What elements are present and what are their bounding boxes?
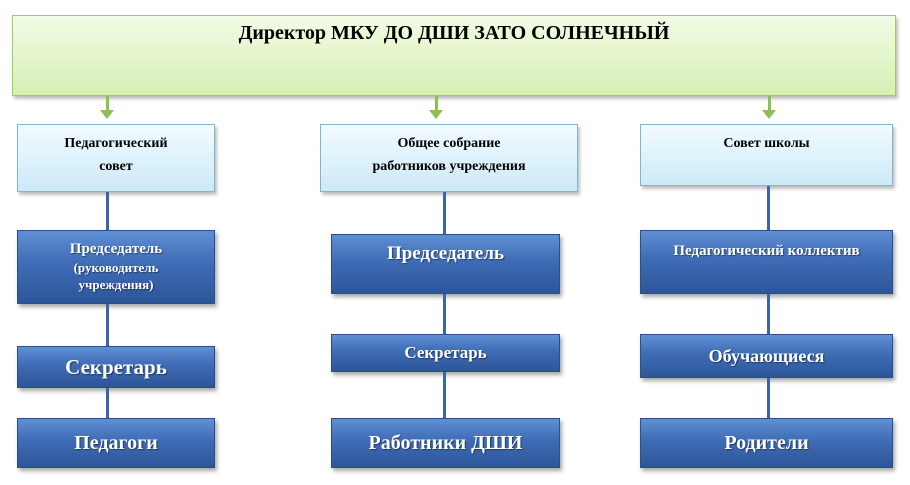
node-label: Председатель <box>69 241 163 258</box>
connector-line <box>767 378 770 418</box>
node-sublabel: (руководитель учреждения) <box>73 259 159 292</box>
arrow-down-icon <box>100 110 114 119</box>
arrow-line-2 <box>435 96 438 112</box>
node-label: Родители <box>724 431 809 454</box>
connector-line <box>443 294 446 334</box>
node-school-workers: Работники ДШИ <box>331 418 560 468</box>
connector-line <box>106 192 109 230</box>
node-secretary: Секретарь <box>331 334 560 372</box>
node-teaching-staff: Педагогический коллектив <box>640 230 893 294</box>
council-label-line2: работников учреждения <box>372 159 526 175</box>
node-label: Секретарь <box>404 343 487 362</box>
director-title: Директор МКУ ДО ДШИ ЗАТО СОЛНЕЧНЫЙ <box>238 22 670 44</box>
connector-line <box>443 372 446 418</box>
node-label: Педагогический коллектив <box>673 243 860 259</box>
arrow-line-1 <box>106 96 109 112</box>
council-school-board: Совет школы <box>640 124 893 186</box>
council-label-line1: Общее собрание <box>397 136 501 151</box>
council-label-line1: Педагогический <box>64 136 168 151</box>
node-label: Работники ДШИ <box>368 431 523 454</box>
node-students: Обучающиеся <box>640 334 893 378</box>
node-teachers: Педагоги <box>17 418 215 468</box>
council-label-line2: совет <box>99 159 133 175</box>
node-label: Секретарь <box>65 354 167 379</box>
node-label: Педагоги <box>74 431 158 454</box>
arrow-down-icon <box>429 110 443 119</box>
connector-line <box>443 192 446 234</box>
connector-line <box>106 388 109 418</box>
council-general-meeting: Общее собрание работников учреждения <box>320 124 578 192</box>
connector-line <box>106 304 109 346</box>
arrow-line-3 <box>768 96 771 112</box>
council-label-line1: Совет школы <box>723 136 810 151</box>
director-box: Директор МКУ ДО ДШИ ЗАТО СОЛНЕЧНЫЙ <box>12 15 896 96</box>
council-pedagogical: Педагогический совет <box>17 124 215 192</box>
node-label: Председатель <box>386 243 505 264</box>
connector-line <box>767 294 770 334</box>
node-chairman: Председатель (руководитель учреждения) <box>17 230 215 304</box>
node-parents: Родители <box>640 418 893 468</box>
connector-line <box>767 186 770 230</box>
node-secretary: Секретарь <box>17 346 215 388</box>
node-chairman: Председатель <box>331 234 560 294</box>
arrow-down-icon <box>762 110 776 119</box>
node-label: Обучающиеся <box>708 345 825 366</box>
